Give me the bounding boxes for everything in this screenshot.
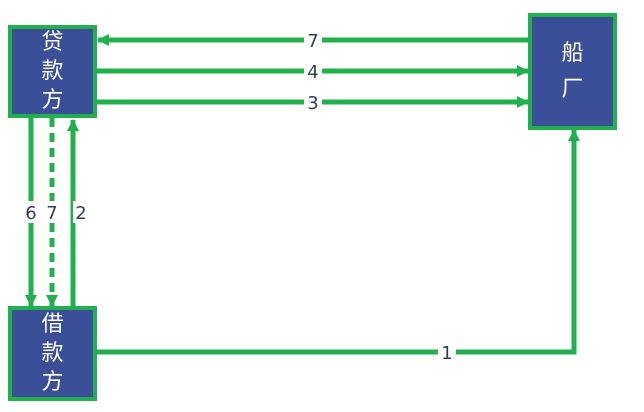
borrower-char-3: 方 [41,370,64,395]
edge-label-7: 7 [46,203,57,224]
edge-label-1: 1 [441,343,452,364]
borrower-box[interactable]: 借 款 方 [8,306,97,401]
edge-5: 7 [97,29,530,52]
edge-label-4: 4 [307,62,318,83]
edge-1: 1 [96,129,580,364]
lender-char-1: 贷 [41,30,64,55]
shipyard-char-1: 船 [561,40,584,66]
lender-char-2: 款 [41,59,64,84]
edge-2: 2 [67,119,92,308]
edge-4: 4 [96,60,529,83]
edge-label-5: 7 [307,31,318,52]
edge-3: 3 [96,91,529,114]
lender-box[interactable]: 贷 款 方 [8,25,97,118]
edge-label-2: 2 [75,203,86,224]
borrower-char-2: 款 [41,341,64,366]
edge-label-6: 6 [25,203,36,224]
edge-7: 7 [43,118,61,307]
shipyard-char-2: 厂 [561,76,584,102]
borrower-char-1: 借 [41,312,64,337]
edge-6: 6 [22,118,40,307]
shipyard-box[interactable]: 船 厂 [528,13,617,130]
lender-char-3: 方 [41,88,64,113]
edge-label-3: 3 [307,93,318,114]
